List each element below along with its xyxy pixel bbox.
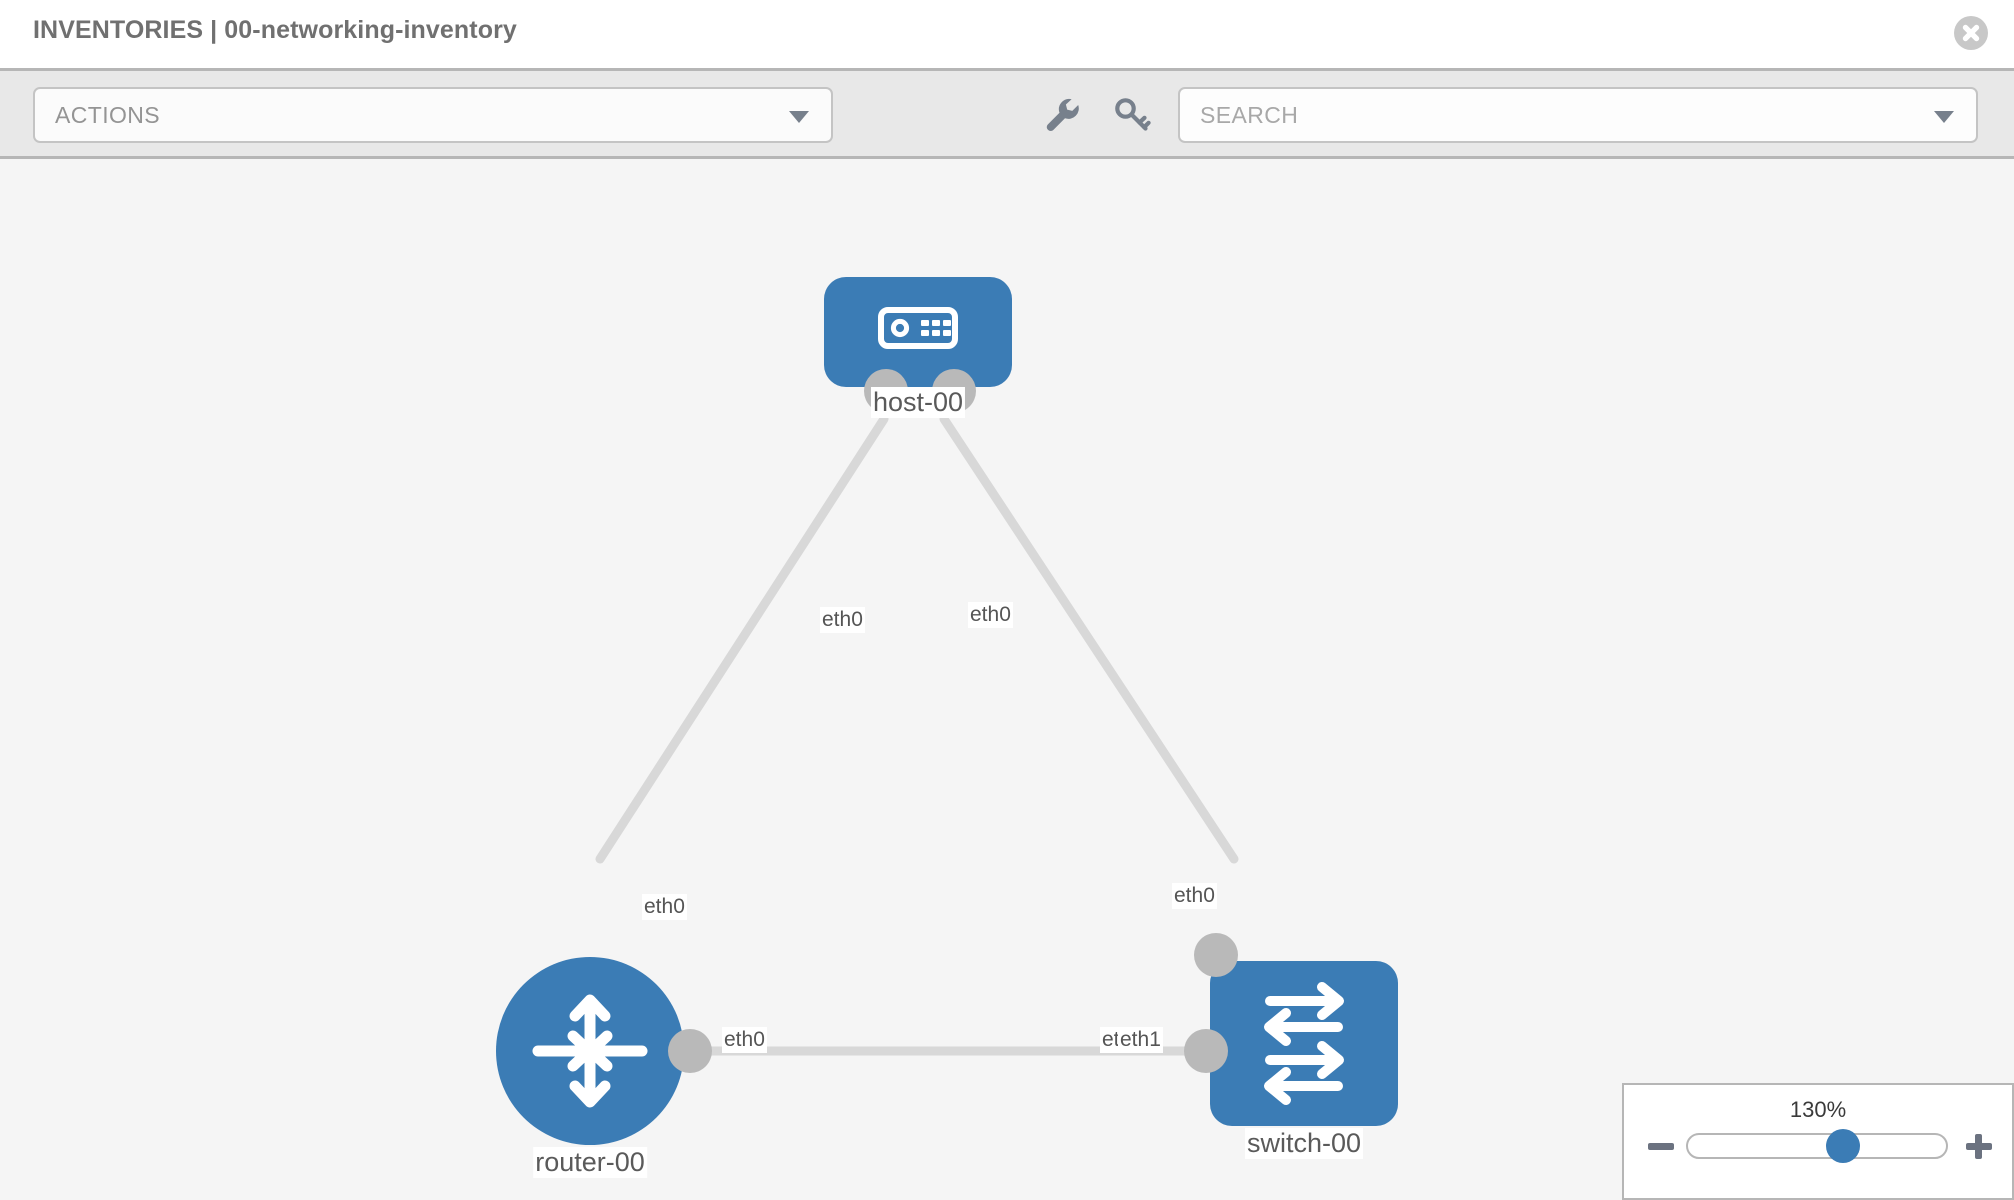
page-header: INVENTORIES | 00-networking-inventory xyxy=(0,0,2014,68)
link-host-router xyxy=(595,414,889,864)
chevron-down-icon[interactable] xyxy=(1934,111,1954,123)
node-label-router-00: router-00 xyxy=(533,1147,647,1178)
key-icon[interactable] xyxy=(1110,93,1154,137)
node-label-host-00: host-00 xyxy=(870,387,966,418)
iface-label-host-right: eth0 xyxy=(968,602,1013,628)
port-switch-left[interactable] xyxy=(1184,1029,1228,1073)
zoom-slider-track[interactable] xyxy=(1686,1129,1948,1163)
router-four-arrows-icon xyxy=(496,957,684,1145)
chevron-down-icon xyxy=(789,111,809,123)
search-placeholder: SEARCH xyxy=(1200,102,1299,128)
zoom-in-button[interactable] xyxy=(1964,1131,1994,1161)
zoom-slider-thumb[interactable] xyxy=(1825,1129,1860,1163)
iface-label-switch-up: eth0 xyxy=(1172,883,1217,909)
port-router-right[interactable] xyxy=(668,1029,712,1073)
node-router-00[interactable]: router-00 xyxy=(496,957,712,1178)
actions-dropdown[interactable]: ACTIONS xyxy=(33,87,833,143)
node-label-switch-00: switch-00 xyxy=(1244,1128,1364,1159)
page-title: INVENTORIES | 00-networking-inventory xyxy=(33,16,517,44)
wrench-icon[interactable] xyxy=(1040,93,1084,137)
zoom-out-button[interactable] xyxy=(1646,1131,1676,1161)
iface-label-router-up: eth0 xyxy=(642,894,687,920)
close-icon[interactable] xyxy=(1954,16,1988,50)
toolbar: ACTIONS SEARCH xyxy=(0,68,2014,159)
server-appliance-icon xyxy=(824,277,1012,387)
topology-canvas[interactable]: host-00 eth0 eth0 xyxy=(0,159,2014,1200)
port-switch-up[interactable] xyxy=(1194,933,1238,977)
actions-dropdown-label: ACTIONS xyxy=(55,102,161,128)
zoom-control-panel: 130% xyxy=(1622,1083,2014,1200)
node-host-00[interactable]: host-00 xyxy=(824,277,1012,418)
link-host-switch xyxy=(939,414,1239,864)
iface-label-switch-left-over: eth1 xyxy=(1118,1027,1163,1053)
switch-arrows-icon xyxy=(1210,961,1398,1126)
node-switch-00[interactable]: switch-00 xyxy=(1184,933,1398,1159)
zoom-level-label: 130% xyxy=(1789,1097,1847,1122)
iface-label-router-right: eth0 xyxy=(722,1027,767,1053)
search-input[interactable]: SEARCH xyxy=(1178,87,1978,143)
iface-label-host-left: eth0 xyxy=(820,607,865,633)
